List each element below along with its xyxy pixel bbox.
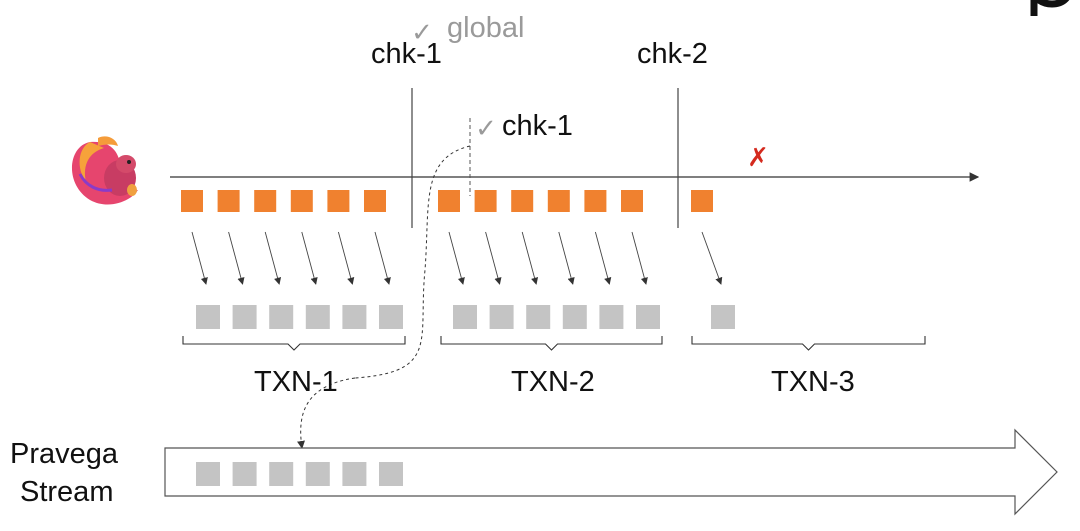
flink-squirrel-logo [71,136,138,205]
commit-flow-arrow [297,377,356,449]
checkpoint-2-label: chk-2 [637,38,708,70]
txn-event-square [232,305,257,329]
stream-event-square [342,462,367,486]
pravega-stream-arrow [164,428,1058,516]
event-square [438,190,460,212]
event-square [254,190,277,212]
event-square [364,190,386,212]
stream-events-layer [196,462,403,486]
mapping-arrow [485,231,502,285]
global-check-icon: ✓ [411,18,433,48]
event-square [621,190,643,212]
stream-event-square [305,462,330,486]
event-square [511,190,534,212]
event-square [217,190,240,212]
mapping-arrow [374,231,391,285]
txn-event-square [526,305,551,329]
txn-event-square [562,305,587,329]
event-square [584,190,607,212]
mapping-arrow [301,231,318,285]
txn-events-layer [196,305,735,329]
txn-2-label: TXN-2 [511,366,595,398]
event-square [691,190,713,212]
stream-event-square [379,462,403,486]
txn-event-square [196,305,220,329]
txn-brace [691,336,926,351]
mapping-arrow [701,231,723,285]
event-square [290,190,313,212]
mapping-arrow [228,231,245,285]
mapping-arrow [264,231,282,285]
mapping-arrows-layer [191,231,723,285]
cropped-glyph [1030,0,1070,16]
mapping-arrow [337,231,355,285]
stream-label-line2: Stream [20,476,114,508]
event-square [327,190,350,212]
event-square [181,190,203,212]
local-check-icon: ✓ [475,114,497,144]
txn-event-square [636,305,660,329]
mapping-arrow [631,231,648,285]
txn-event-square [453,305,477,329]
mapping-arrow [521,231,539,285]
stream-event-square [232,462,257,486]
txn-3-label: TXN-3 [771,366,855,398]
checkpoint-1-label: chk-1 [371,38,442,70]
txn-event-square [379,305,403,329]
txn-event-square [305,305,330,329]
x-mark-icon: ✗ [747,143,769,173]
txn-event-square [269,305,294,329]
txn-event-square [711,305,735,329]
event-square [547,190,570,212]
txn-event-square [599,305,624,329]
txn-event-square [342,305,367,329]
global-ack-label: global [447,12,525,44]
braces-layer [182,336,926,351]
local-ack-label: chk-1 [502,110,573,142]
mapping-arrow [558,231,575,285]
txn-brace [440,336,663,351]
mapping-arrow [594,231,612,285]
mapping-arrow [191,231,208,285]
txn-brace [182,336,406,351]
events-layer [181,190,713,212]
stream-label-line1: Pravega [10,438,119,470]
stream-event-square [269,462,294,486]
txn-1-label: TXN-1 [254,366,338,398]
event-square [474,190,497,212]
txn-event-square [489,305,514,329]
mapping-arrow [448,231,465,285]
stream-event-square [196,462,220,486]
